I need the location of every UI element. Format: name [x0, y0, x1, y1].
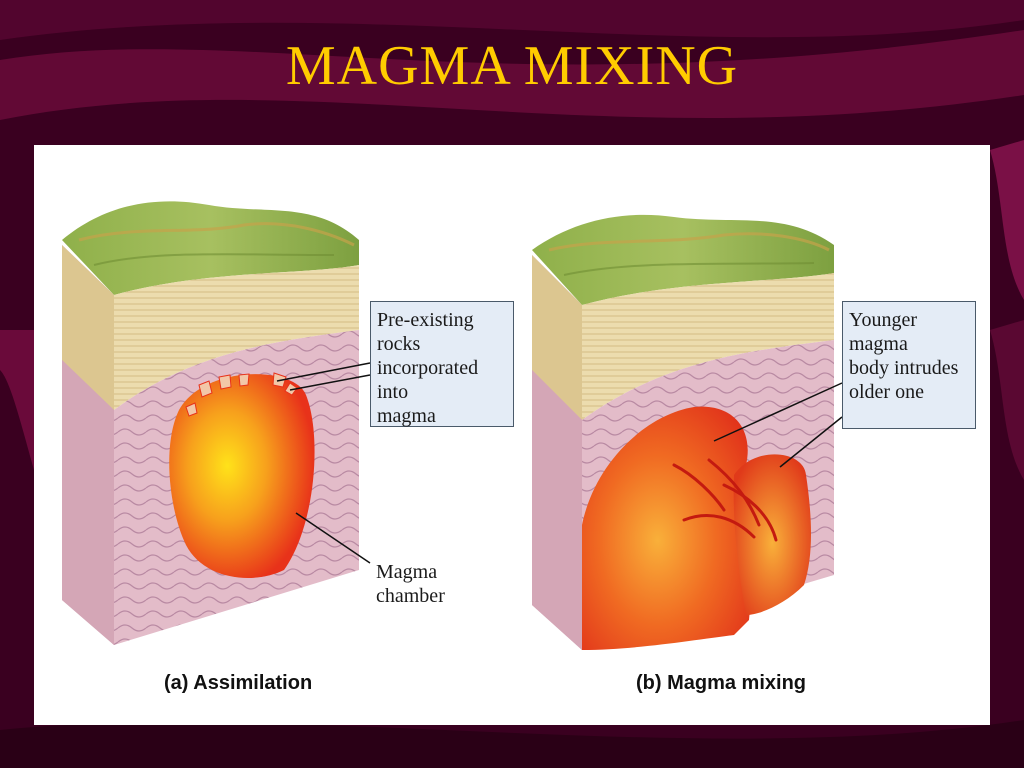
background-swoosh [990, 140, 1024, 300]
callout-leader-line [295, 512, 371, 564]
background-swoosh [0, 330, 34, 470]
caption-assimilation: (a) Assimilation [164, 672, 313, 694]
callout-younger-magma: Younger magma body intrudes older one [842, 301, 976, 429]
background-swoosh [0, 0, 1024, 40]
callout-leader-line [289, 374, 371, 391]
callout-leader-line [713, 382, 843, 442]
background-swoosh [0, 30, 1024, 120]
block-b [532, 214, 843, 650]
label-magma-chamber: Magma chamber [376, 561, 445, 607]
callout-leader-line [276, 362, 371, 382]
block-diagram [62, 201, 843, 650]
background-swoosh [990, 320, 1024, 480]
block-a [62, 201, 371, 645]
background-swoosh [0, 720, 1024, 768]
callout-pre-existing-rocks: Pre-existing rocks incorporated into mag… [370, 301, 514, 427]
callout-leader-line [779, 416, 843, 468]
page-title: MAGMA MIXING [285, 35, 739, 97]
caption-magma-mixing: (b) Magma mixing [636, 672, 807, 694]
figure-panel: Pre-existing rocks incorporated into mag… [34, 145, 990, 725]
